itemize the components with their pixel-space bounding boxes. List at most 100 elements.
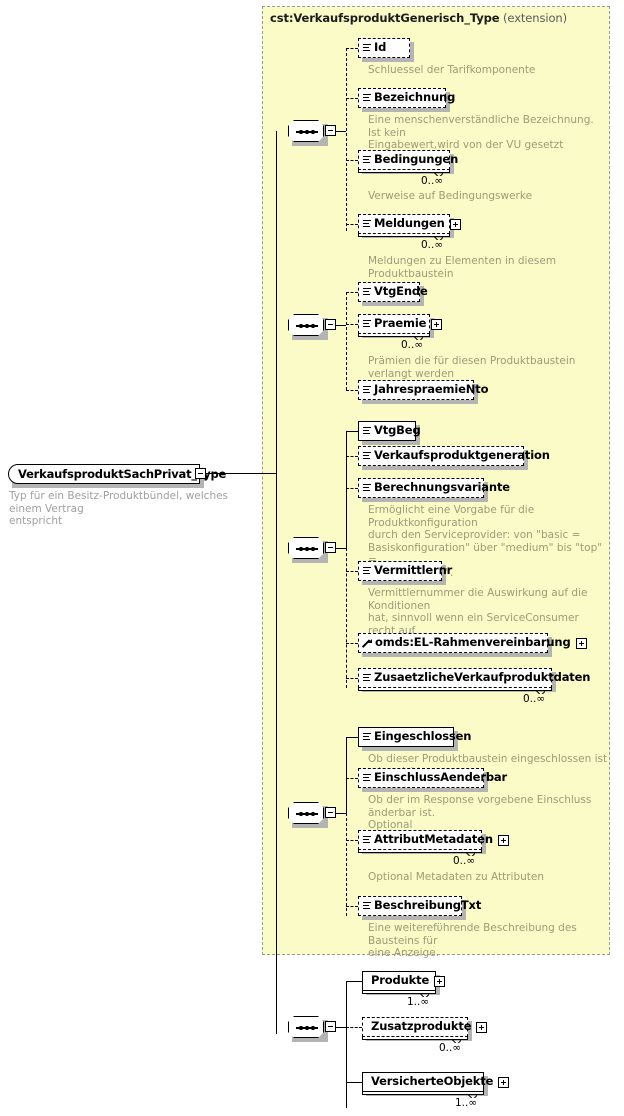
group-2-stub bbox=[336, 325, 346, 326]
element-label-meldungen: Meldungen bbox=[374, 216, 445, 231]
element-box-eingeschlossen[interactable]: Eingeschlossen bbox=[358, 727, 471, 747]
element-box-versicherteobjekte[interactable]: VersicherteObjekte bbox=[362, 1072, 510, 1092]
connector-to-id bbox=[346, 48, 358, 49]
connector-to-zusaetzlicheverkaufproduktdaten bbox=[346, 678, 358, 679]
element-lines-icon bbox=[363, 451, 371, 461]
connector-to-zusatzprodukte bbox=[346, 1027, 362, 1028]
documentation-bezeichnung: Eine menschenverständliche Bezeichnung. … bbox=[368, 114, 594, 151]
documentation-beschreibungtxt: Eine weiterefϋhrende Beschreibung des Ba… bbox=[368, 922, 577, 959]
group-4-collapse-minus-icon[interactable] bbox=[325, 807, 336, 818]
element-label-vtgende: VtgEnde bbox=[374, 284, 428, 299]
cardinality-zusaetzlicheverkaufproduktdaten: 0..∞ bbox=[523, 693, 546, 705]
extension-kind-label: (extension) bbox=[503, 11, 567, 25]
element-box-zusatzprodukte[interactable]: Zusatzprodukte bbox=[362, 1017, 488, 1037]
group-4-stub bbox=[336, 813, 346, 814]
element-label-produkte: Produkte bbox=[371, 973, 430, 988]
group-5-stub bbox=[336, 1027, 346, 1028]
sequence-dots bbox=[296, 323, 318, 328]
sequence-dots bbox=[296, 129, 318, 134]
element-box-produkte[interactable]: Produkte bbox=[362, 971, 446, 991]
documentation-id: Schluessel der Tarifkomponente bbox=[368, 64, 536, 76]
produkte-expand-plus-icon[interactable] bbox=[434, 975, 446, 987]
element-lines-icon bbox=[363, 773, 371, 783]
element-label-omds-el-rahmenvereinbarung: omds:EL-Rahmenvereinbarung bbox=[375, 635, 571, 650]
group-1-collapse-minus-icon[interactable] bbox=[325, 125, 336, 136]
group-4-branch-trunk-solid bbox=[346, 737, 347, 814]
group-5-collapse-minus-icon[interactable] bbox=[325, 1021, 336, 1032]
element-label-vermittlernr: Vermittlernr bbox=[374, 563, 453, 578]
element-box-berechnungsvariante[interactable]: Berechnungsvariante bbox=[358, 478, 510, 498]
connector-to-praemie bbox=[346, 324, 358, 325]
element-lines-icon bbox=[363, 566, 371, 576]
documentation-attributmetadaten: Optional Metadaten zu Attributen bbox=[368, 871, 544, 883]
connector-to-attributmetadaten bbox=[346, 840, 358, 841]
element-lines-icon bbox=[363, 426, 371, 436]
connector-to-einschlussaenderbar bbox=[346, 778, 358, 779]
element-box-bedingungen[interactable]: Bedingungen bbox=[358, 150, 458, 170]
documentation-meldungen: Meldungen zu Elementen in diesem Produkt… bbox=[368, 255, 557, 280]
connector-to-vtgbeg bbox=[346, 431, 358, 432]
versicherteobjekte-expand-plus-icon[interactable] bbox=[498, 1076, 510, 1088]
element-lines-icon bbox=[363, 43, 371, 53]
element-box-einschlussaenderbar[interactable]: EinschlussAenderbar bbox=[358, 768, 507, 788]
group-2-sequence-icon[interactable] bbox=[288, 314, 324, 336]
root-type-label: VerkaufsproduktSachPrivat_Type bbox=[18, 467, 227, 481]
element-box-jahrespraemiento[interactable]: JahrespraemieNto bbox=[358, 380, 489, 400]
zusatzprodukte-expand-plus-icon[interactable] bbox=[476, 1021, 488, 1033]
group-5-branch-trunk bbox=[346, 981, 347, 1108]
element-box-omds-el-rahmenvereinbarung[interactable]: omds:EL-Rahmenvereinbarung bbox=[358, 633, 587, 653]
root-type-documentation: Typ für ein Besitz-Produktbündel, welche… bbox=[9, 490, 229, 527]
connector-to-produkte bbox=[346, 981, 362, 982]
group-3-sequence-icon[interactable] bbox=[288, 537, 324, 559]
element-box-vermittlernr[interactable]: Vermittlernr bbox=[358, 561, 452, 581]
group-3-collapse-minus-icon[interactable] bbox=[325, 542, 336, 553]
element-label-berechnungsvariante: Berechnungsvariante bbox=[374, 480, 510, 495]
element-box-bezeichnung[interactable]: Bezeichnung bbox=[358, 88, 455, 108]
meldungen-expand-plus-icon[interactable] bbox=[449, 218, 461, 230]
element-box-vtgbeg[interactable]: VtgBeg bbox=[358, 421, 421, 441]
root-collapse-minus-icon[interactable] bbox=[195, 468, 206, 479]
root-type-box[interactable]: VerkaufsproduktSachPrivat_Type bbox=[8, 464, 226, 484]
element-lines-icon bbox=[363, 93, 371, 103]
group-2-branch-trunk bbox=[346, 292, 347, 390]
extension-base-type-label: cst:VerkaufsproduktGenerisch_Type (exten… bbox=[270, 11, 567, 25]
praemie-expand-plus-icon[interactable] bbox=[431, 318, 443, 330]
group-2-collapse-minus-icon[interactable] bbox=[325, 319, 336, 330]
element-lines-icon bbox=[363, 385, 371, 395]
type-reference-icon bbox=[363, 639, 372, 648]
element-box-zusaetzlicheverkaufproduktdaten[interactable]: ZusaetzlicheVerkaufproduktdaten bbox=[358, 668, 590, 688]
element-box-verkaufsproduktgeneration[interactable]: Verkaufsproduktgeneration bbox=[358, 446, 550, 466]
connector-to-beschreibungtxt bbox=[346, 906, 358, 907]
element-box-id[interactable]: Id bbox=[358, 38, 410, 58]
group-1-stub bbox=[336, 131, 346, 132]
element-box-attributmetadaten[interactable]: AttributMetadaten bbox=[358, 830, 509, 850]
element-lines-icon bbox=[363, 901, 371, 911]
cardinality-versicherteobjekte: 1..∞ bbox=[455, 1097, 478, 1109]
connector-root-to-trunk bbox=[206, 473, 276, 474]
element-label-attributmetadaten: AttributMetadaten bbox=[374, 832, 493, 847]
element-label-id: Id bbox=[374, 40, 387, 55]
cardinality-meldungen: 0..∞ bbox=[421, 239, 444, 251]
cardinality-attributmetadaten: 0..∞ bbox=[453, 855, 476, 867]
group-4-sequence-icon[interactable] bbox=[288, 802, 324, 824]
omds-el-rahmenvereinbarung-expand-plus-icon[interactable] bbox=[575, 637, 587, 649]
documentation-einschlussaenderbar: Ob der im Response vorgebene Einschluss … bbox=[368, 794, 592, 831]
group-1-sequence-icon[interactable] bbox=[288, 120, 324, 142]
connector-to-bedingungen bbox=[346, 160, 358, 161]
element-box-praemie[interactable]: Praemie bbox=[358, 314, 443, 334]
element-lines-icon bbox=[363, 219, 371, 229]
group-3-branch-trunk-solid bbox=[346, 431, 347, 549]
documentation-bedingungen: Verweise auf Bedingungswerke bbox=[368, 190, 533, 202]
connector-main-trunk bbox=[276, 131, 277, 1034]
attributmetadaten-expand-plus-icon[interactable] bbox=[497, 834, 509, 846]
connector-to-vermittlernr bbox=[346, 571, 358, 572]
element-box-beschreibungtxt[interactable]: BeschreibungTxt bbox=[358, 896, 481, 916]
group-5-sequence-icon[interactable] bbox=[288, 1016, 324, 1038]
connector-to-verkaufsproduktgeneration bbox=[346, 456, 358, 457]
element-box-meldungen[interactable]: Meldungen bbox=[358, 214, 461, 234]
sequence-dots bbox=[296, 1025, 318, 1030]
connector-to-vtgende bbox=[346, 292, 358, 293]
element-label-bedingungen: Bedingungen bbox=[374, 152, 459, 167]
element-box-vtgende[interactable]: VtgEnde bbox=[358, 282, 428, 302]
